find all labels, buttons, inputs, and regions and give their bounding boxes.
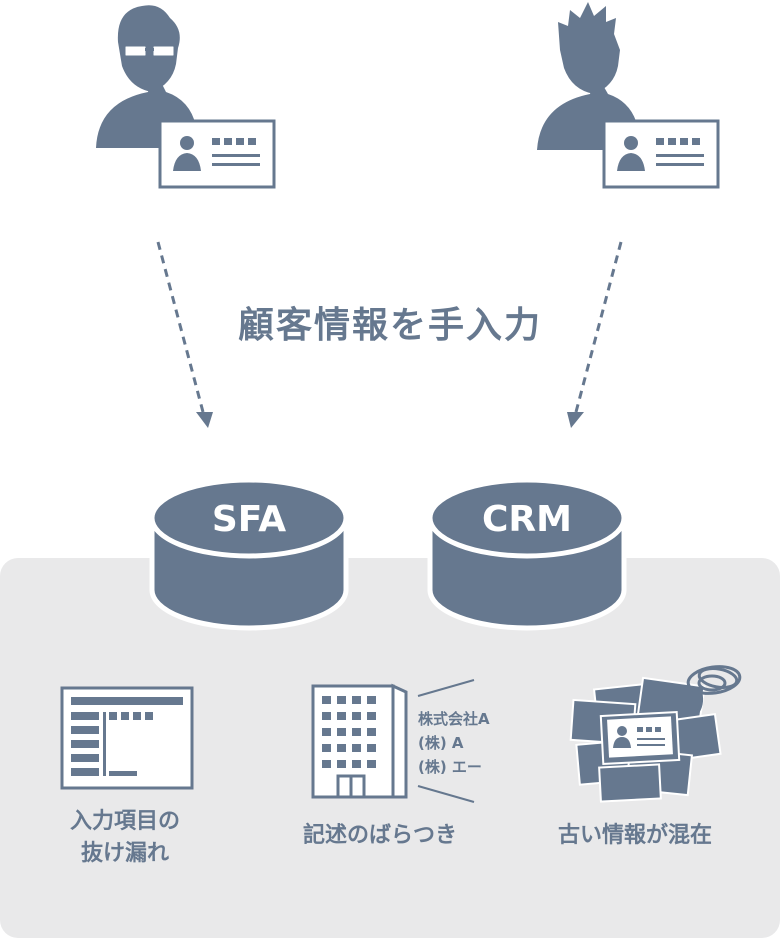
notation-lines — [417, 679, 475, 803]
dashed-arrow-left — [156, 241, 213, 428]
issue-missing-input-line-1: 入力項目の — [69, 809, 180, 834]
notation-variant-3: (株) エー — [418, 758, 482, 776]
office-building-icon — [311, 683, 408, 799]
issue-inconsistent-notation-label: 記述のばらつき — [302, 823, 457, 848]
dashed-arrow-right — [567, 241, 623, 428]
notation-variant-2: (株) A — [418, 734, 464, 752]
tangled-scribble-icon — [686, 665, 742, 713]
notation-variant-1: 株式会社A — [418, 710, 490, 728]
sfa-label: SFA — [212, 499, 286, 540]
crm-label: CRM — [482, 499, 572, 540]
sfa-database-icon: SFA — [149, 477, 349, 631]
crm-database-icon: CRM — [427, 477, 627, 631]
person-glasses-icon — [96, 5, 196, 148]
issue-mixed-old-info-label: 古い情報が混在 — [557, 823, 712, 848]
business-card-right-icon — [602, 119, 720, 189]
issue-missing-input-line-2: 抜け漏れ — [80, 841, 169, 866]
form-table-icon — [60, 686, 194, 790]
person-spiky-hair-icon — [537, 2, 638, 150]
manual-input-label: 顧客情報を手入力 — [237, 305, 542, 346]
business-card-left-icon — [158, 119, 276, 189]
old-card-front-icon — [607, 716, 673, 758]
issue-missing-input-label: 入力項目の 抜け漏れ — [40, 806, 210, 870]
